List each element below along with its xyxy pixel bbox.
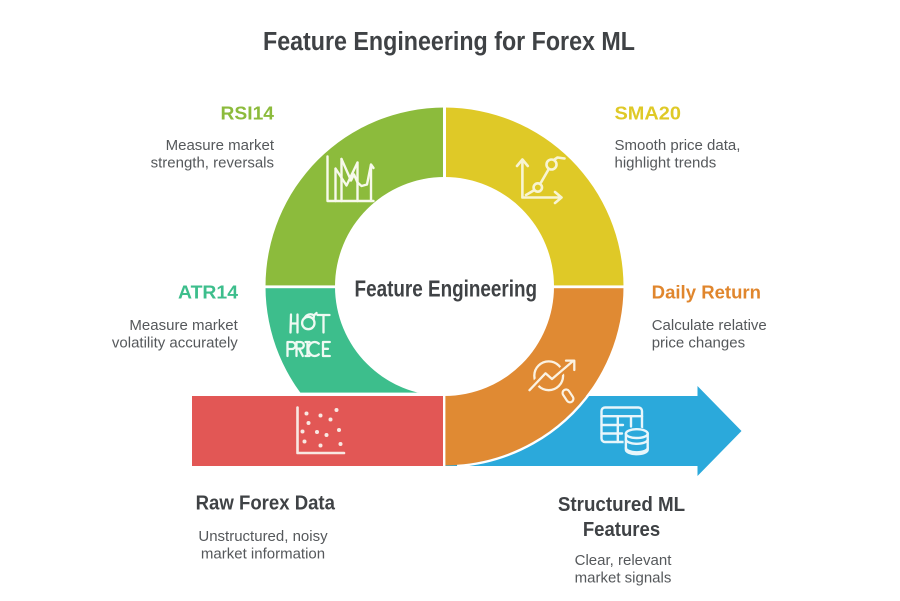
svg-text:market information: market information [201, 545, 325, 562]
svg-text:Measure market: Measure market [129, 317, 238, 334]
svg-text:Measure market: Measure market [166, 137, 275, 154]
svg-text:highlight trends: highlight trends [615, 154, 717, 171]
svg-text:Raw Forex Data: Raw Forex Data [196, 493, 336, 515]
svg-text:SMA20: SMA20 [615, 104, 682, 124]
svg-text:Smooth price data,: Smooth price data, [615, 137, 741, 154]
svg-text:Daily Return: Daily Return [652, 282, 761, 302]
svg-text:price changes: price changes [652, 334, 745, 351]
svg-text:strength, reversals: strength, reversals [151, 154, 274, 171]
svg-text:Calculate relative: Calculate relative [652, 317, 767, 334]
svg-text:Features: Features [583, 519, 660, 541]
svg-text:Structured ML: Structured ML [558, 494, 685, 516]
svg-text:Clear, relevant: Clear, relevant [575, 552, 673, 569]
svg-text:ATR14: ATR14 [178, 283, 238, 303]
svg-text:Feature Engineering: Feature Engineering [355, 276, 538, 302]
svg-text:RSI14: RSI14 [221, 104, 275, 124]
svg-text:Unstructured, noisy: Unstructured, noisy [198, 528, 328, 545]
svg-text:market signals: market signals [575, 569, 672, 586]
svg-text:Feature Engineering for Forex: Feature Engineering for Forex ML [263, 28, 635, 56]
svg-text:volatility accurately: volatility accurately [112, 334, 238, 351]
